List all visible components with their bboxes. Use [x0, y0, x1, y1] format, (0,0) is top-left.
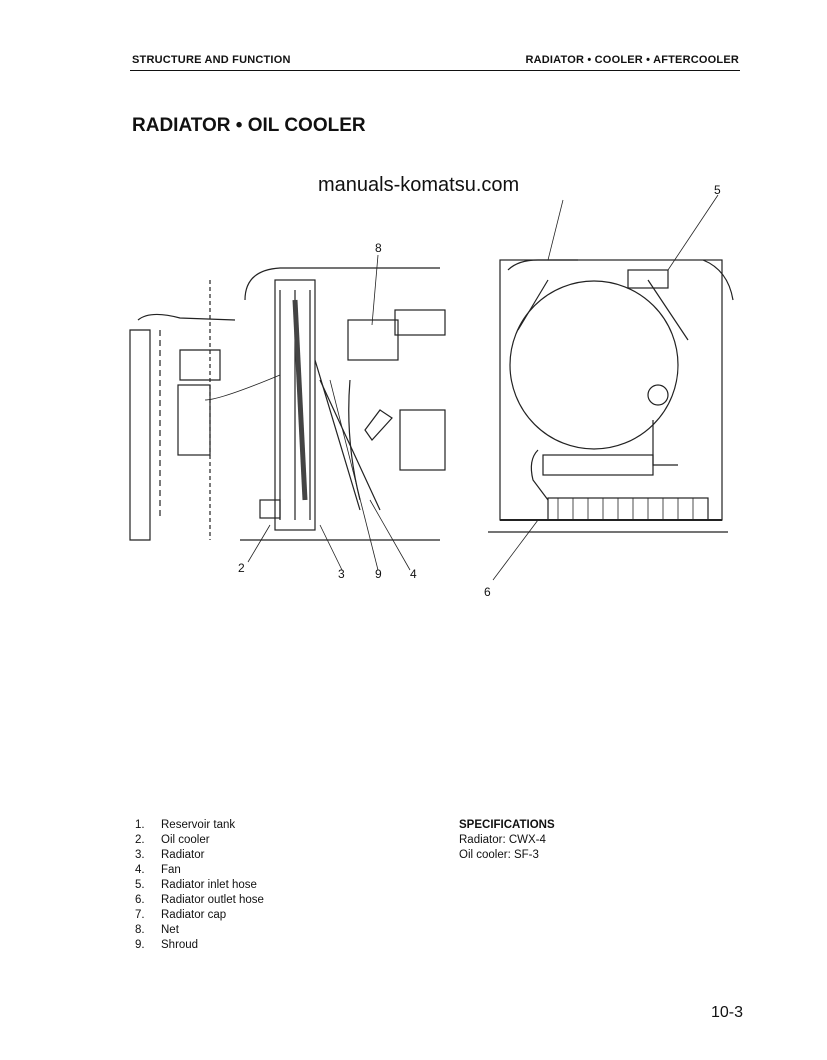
item-label: Net [161, 924, 179, 936]
specifications-heading: SPECIFICATIONS [459, 819, 555, 831]
header-section-title: STRUCTURE AND FUNCTION [132, 54, 291, 66]
item-number: 9. [135, 939, 145, 951]
radiator-diagram: 8 2 3 9 4 [129, 241, 446, 581]
list-item: 4. Fan [135, 863, 264, 878]
item-label: Oil cooler [161, 834, 210, 846]
item-number: 8. [135, 924, 145, 936]
spec-oil-cooler: Oil cooler: SF-3 [459, 849, 539, 861]
callout-5: 5 [714, 183, 721, 197]
item-number: 7. [135, 909, 145, 921]
item-number: 6. [135, 894, 145, 906]
callout-4: 4 [410, 567, 417, 581]
item-label: Fan [161, 864, 181, 876]
spec-radiator: Radiator: CWX-4 [459, 834, 546, 846]
radiator-front-view: 5 6 [484, 183, 734, 599]
watermark: manuals-komatsu.com [318, 174, 520, 196]
list-item: 7. Radiator cap [135, 908, 264, 923]
list-item: 3. Radiator [135, 848, 264, 863]
parts-list: 1. Reservoir tank 2. Oil cooler 3. Radiator… [135, 818, 264, 953]
item-number: 5. [135, 879, 145, 891]
callout-8: 8 [375, 241, 382, 255]
header-chapter-title: RADIATOR • COOLER • AFTERCOOLER [525, 54, 739, 66]
item-label: Radiator inlet hose [161, 879, 257, 891]
callout-6: 6 [484, 585, 491, 599]
callout-3: 3 [338, 567, 345, 581]
item-number: 3. [135, 849, 145, 861]
list-item: 5. Radiator inlet hose [135, 878, 264, 893]
callout-2: 2 [238, 561, 245, 575]
callout-9: 9 [375, 567, 382, 581]
list-item: 2. Oil cooler [135, 833, 264, 848]
item-number: 4. [135, 864, 145, 876]
item-number: 2. [135, 834, 145, 846]
header-rule [130, 70, 740, 71]
list-item: 1. Reservoir tank [135, 818, 264, 833]
list-item: 6. Radiator outlet hose [135, 893, 264, 908]
item-label: Radiator [161, 849, 205, 861]
item-label: Reservoir tank [161, 819, 236, 831]
item-label: Radiator cap [161, 909, 227, 921]
specifications: SPECIFICATIONS Radiator: CWX-4 Oil coole… [459, 818, 555, 863]
item-label: Radiator outlet hose [161, 894, 264, 906]
item-label: Shroud [161, 939, 199, 951]
page-title: RADIATOR • OIL COOLER [132, 115, 366, 136]
page-number: 10-3 [710, 1004, 743, 1021]
list-item: 8. Net [135, 923, 264, 938]
list-item: 9. Shroud [135, 938, 264, 953]
item-number: 1. [135, 819, 145, 831]
